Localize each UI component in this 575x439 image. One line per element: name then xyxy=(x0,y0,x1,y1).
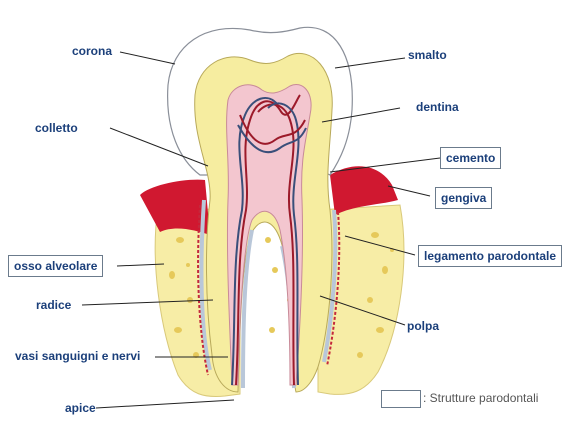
label-vasi-sanguigni-e-nervi: vasi sanguigni e nervi xyxy=(15,349,141,363)
vessels-nerves xyxy=(231,94,307,386)
label-corona: corona xyxy=(72,44,113,58)
gum xyxy=(140,179,210,235)
pulp xyxy=(226,84,312,386)
label-legamento-parodontale: legamento parodontale xyxy=(418,245,563,267)
label-cemento: cemento xyxy=(440,147,502,169)
label-radice: radice xyxy=(36,298,72,312)
label-polpa: polpa xyxy=(407,319,439,333)
label-smalto: smalto xyxy=(408,48,447,62)
legend-text: : Strutture parodontali xyxy=(423,391,539,405)
legend-swatch xyxy=(381,390,421,408)
label-colletto: colletto xyxy=(35,121,78,135)
ligament xyxy=(199,199,338,389)
leader-lines xyxy=(81,51,441,409)
label-dentina: dentina xyxy=(416,100,459,114)
label-gengiva: gengiva xyxy=(435,187,493,209)
label-osso-alveolare: osso alveolare xyxy=(8,255,104,277)
root-outline-red xyxy=(197,204,341,376)
gum-right xyxy=(330,166,398,215)
label-apice: apice xyxy=(65,401,96,415)
